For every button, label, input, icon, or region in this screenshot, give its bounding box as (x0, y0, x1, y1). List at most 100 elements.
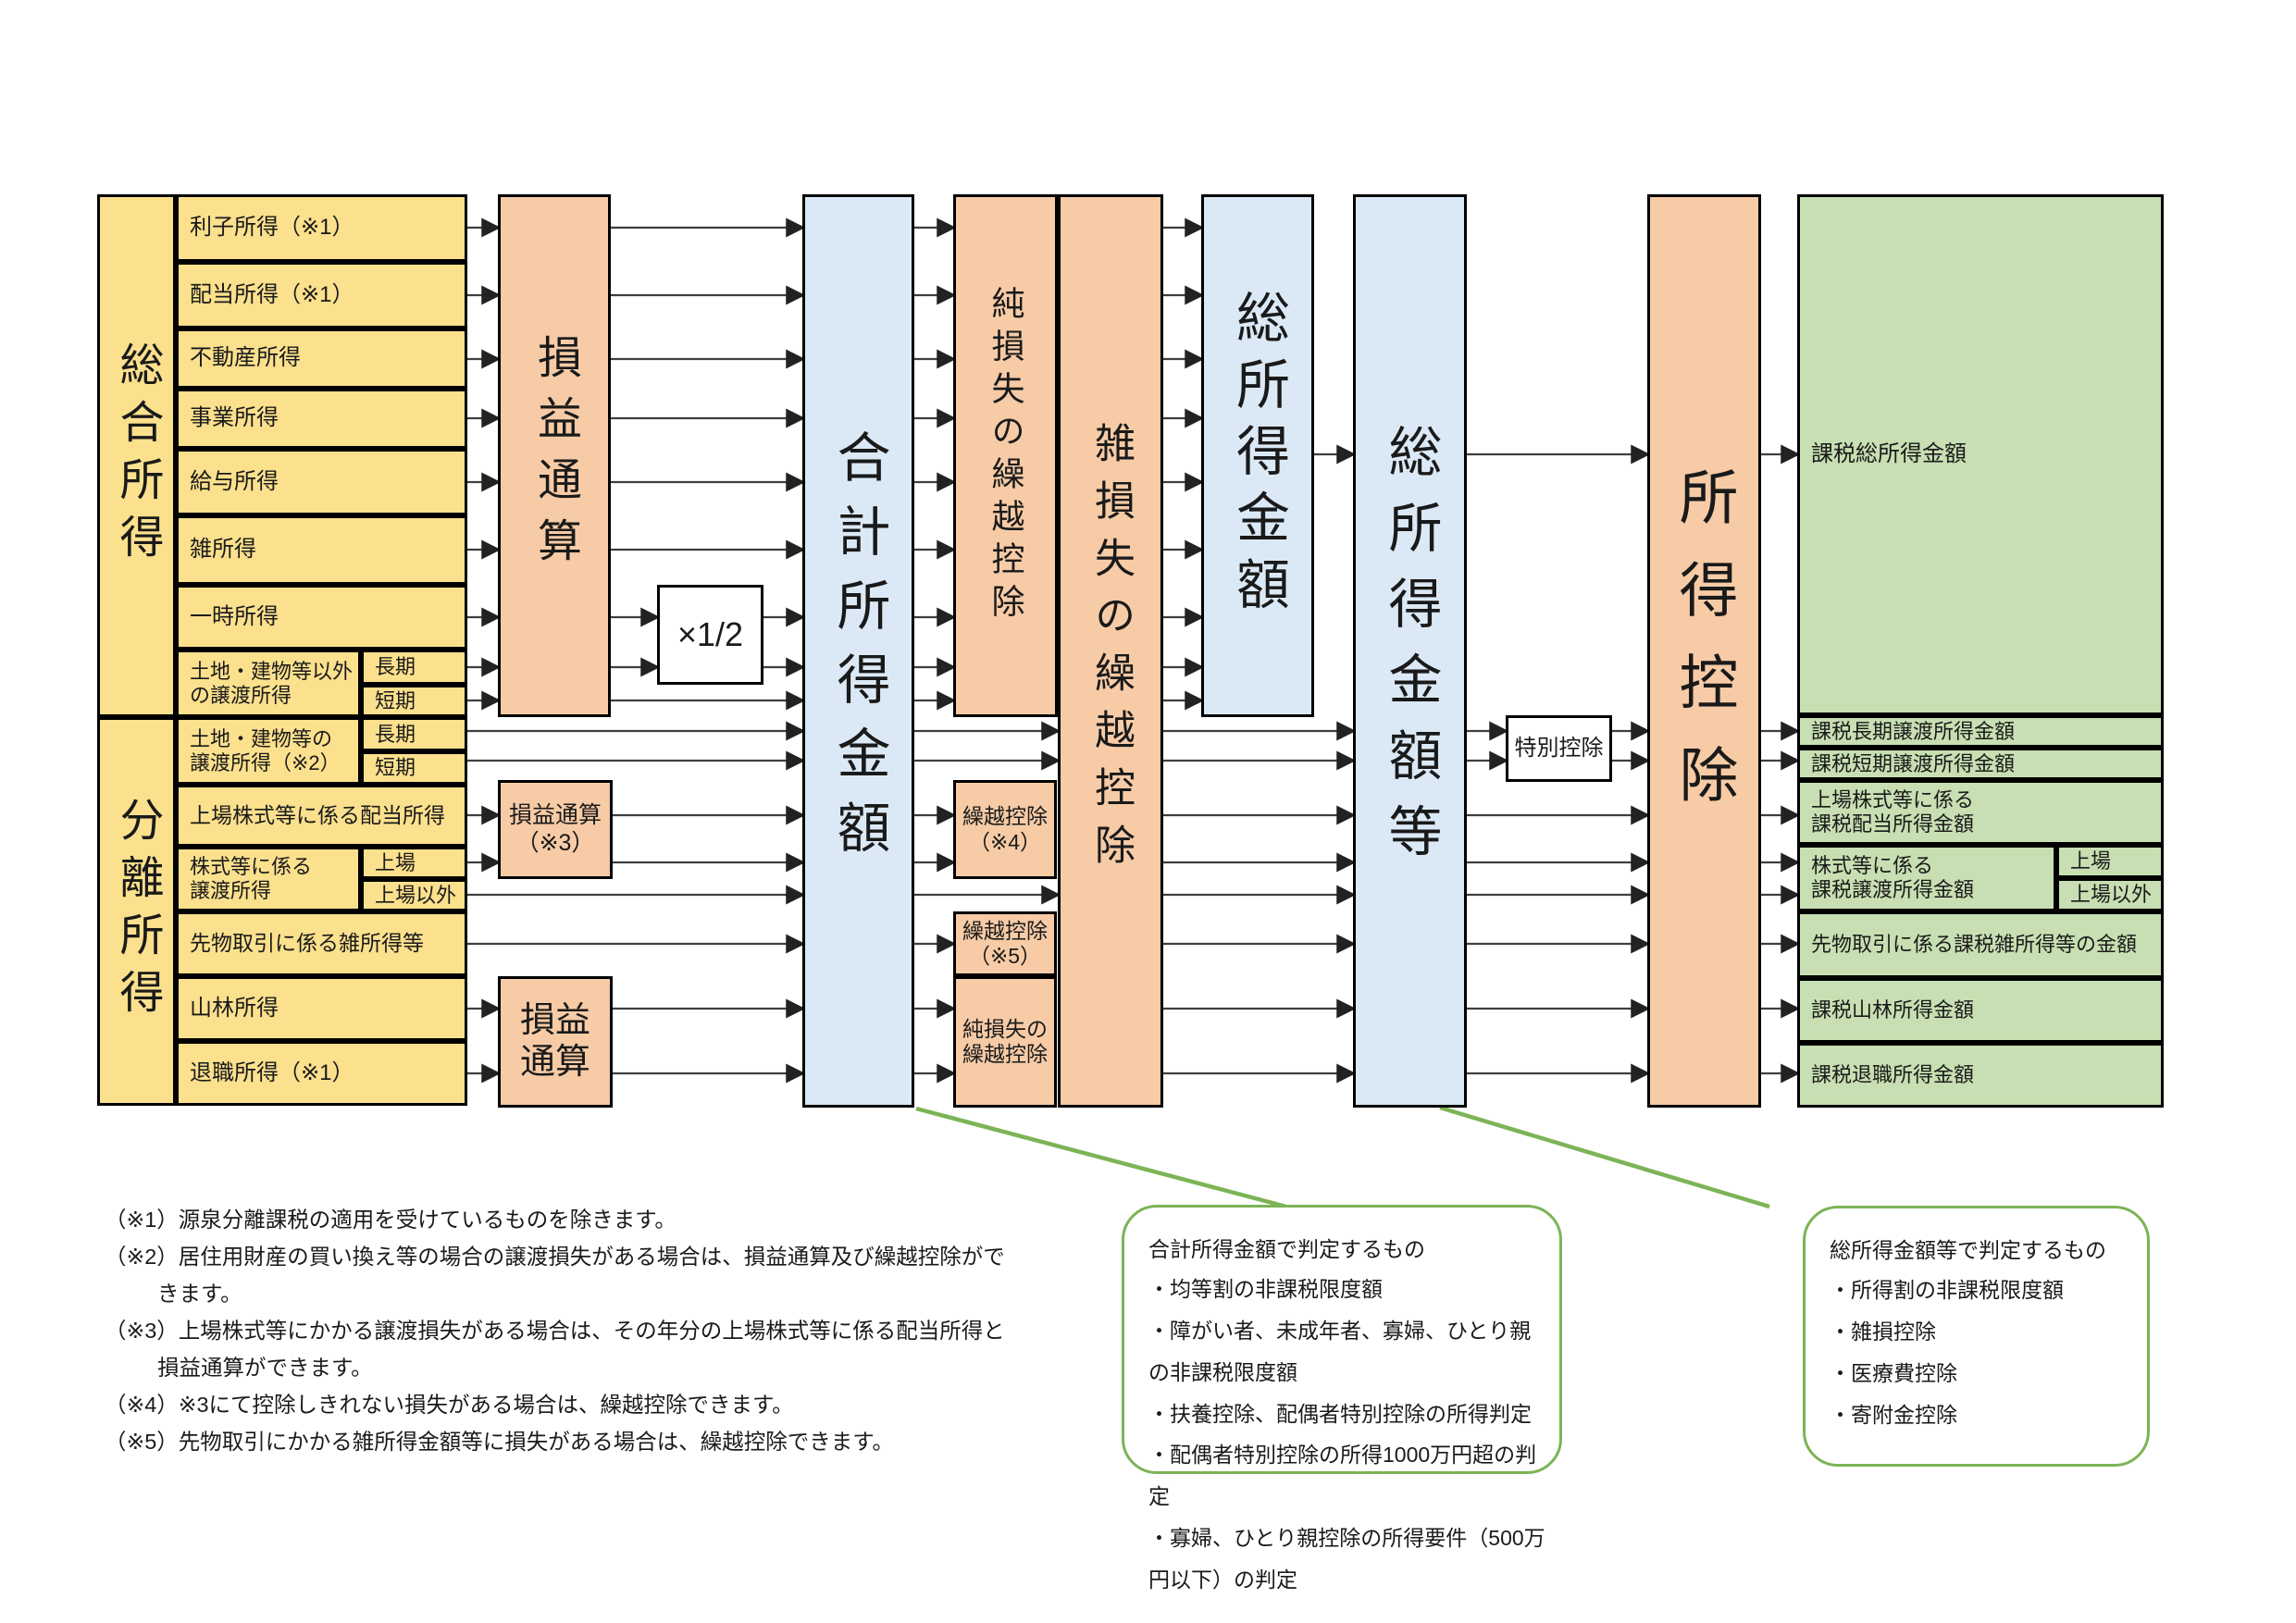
proc-soneki-tsusan-3-label: 損益通算 （※3） (508, 802, 602, 856)
sub-kabushiki-jojo-igai-label: 上場以外 (375, 883, 457, 907)
sub-result-jojo-label: 上場 (2070, 849, 2112, 873)
result-kazei-so-shotoku-label: 課税総所得金額 (1811, 441, 1967, 467)
proc-junsonshitsu-small: 純損失の 繰越控除 (953, 976, 1057, 1108)
result-kazei-kabushiki-joto: 株式等に係る 課税譲渡所得金額 (1797, 845, 2056, 911)
footnote-line: きます。 (157, 1282, 242, 1306)
proc-soneki-tsusan-3: 損益通算 （※3） (498, 780, 613, 879)
row-sanrin-shotoku-label: 山林所得 (190, 995, 279, 1021)
row-kabushiki-joto: 株式等に係る 譲渡所得 (176, 847, 361, 911)
row-kyuyo-shotoku: 給与所得 (176, 449, 467, 515)
sub-result-jojo-igai: 上場以外 (2056, 878, 2164, 911)
proc-tokubetsu-kojo-label: 特別控除 (1514, 735, 1604, 761)
footnote-line: （※3）上場株式等にかかる譲渡損失がある場合は、その年分の上場株式等に係る配当所… (105, 1319, 1005, 1343)
col-shotoku-kojo: 所得控除 (1647, 194, 1761, 1108)
result-kazei-tanki-joto-label: 課税短期譲渡所得金額 (1811, 751, 2016, 775)
callout-item: ・障がい者、未成年者、寡婦、ひとり親の非課税限度額 (1148, 1318, 1532, 1384)
callout-leader-line (915, 1106, 1287, 1209)
row-zatsu-shotoku-label: 雑所得 (190, 537, 256, 563)
row-ichiji-shotoku-label: 一時所得 (190, 603, 279, 629)
proc-tokubetsu-kojo: 特別控除 (1506, 715, 1612, 782)
footnote-line: 損益通算ができます。 (157, 1356, 373, 1380)
row-fudosan-shotoku-label: 不動産所得 (190, 345, 301, 371)
callout-item-list: ・所得割の非課税限度額・雑損控除・医療費控除・寄附金控除 (1830, 1270, 2138, 1435)
group-bunri-shotoku-label: 分離所得 (112, 797, 162, 1026)
proc-kurikoshi-5: 繰越控除 （※5） (953, 911, 1057, 976)
row-jigyo-shotoku: 事業所得 (176, 389, 467, 449)
footnote-line: （※4）※3にて控除しきれない損失がある場合は、繰越控除できます。 (105, 1393, 794, 1417)
row-rishi-shotoku: 利子所得（※1） (176, 194, 467, 262)
row-rishi-shotoku-label: 利子所得（※1） (190, 215, 354, 241)
proc-soneki-tsusan-top: 損益通算 (498, 194, 611, 717)
col-so-shotoku-kingaku-label: 総所得金額 (1228, 289, 1288, 623)
result-kazei-so-shotoku: 課税総所得金額 (1797, 194, 2164, 715)
row-jojo-kabushiki-haito: 上場株式等に係る配当所得 (176, 785, 467, 847)
row-tochi-igai-joto-label: 土地・建物等以外 の譲渡所得 (190, 659, 354, 707)
result-kazei-haito: 上場株式等に係る 課税配当所得金額 (1797, 780, 2164, 845)
result-kazei-choki-joto: 課税長期譲渡所得金額 (1797, 715, 2164, 748)
proc-kurikoshi-5-label: 繰越控除 （※5） (962, 918, 1048, 968)
callout-item: ・寄附金控除 (1830, 1402, 1957, 1427)
result-kazei-sanrin: 課税山林所得金額 (1797, 978, 2164, 1043)
proc-zassonshitsu-kurikoshi-label: 雑損失の繰越控除 (1088, 421, 1134, 881)
callout-so-shotoku-kingaku-to: 総所得金額等で判定するもの ・所得割の非課税限度額・雑損控除・医療費控除・寄附金… (1803, 1206, 2150, 1467)
group-bunri-shotoku: 分離所得 (97, 717, 176, 1106)
callout-gokei-shotoku-kingaku: 合計所得金額で判定するもの ・均等割の非課税限度額・障がい者、未成年者、寡婦、ひ… (1122, 1205, 1562, 1592)
result-kazei-tanki-joto: 課税短期譲渡所得金額 (1797, 748, 2164, 780)
callout-title: 合計所得金額で判定するもの (1148, 1237, 1425, 1261)
proc-times-half: ×1/2 (657, 585, 763, 685)
group-sogo-shotoku-label: 総合所得 (112, 341, 162, 571)
row-sanrin-shotoku: 山林所得 (176, 976, 467, 1041)
sub-tochi-igai-choki-label: 長期 (375, 655, 416, 679)
group-sogo-shotoku: 総合所得 (97, 194, 176, 717)
sub-tochi-igai-tanki: 短期 (361, 685, 467, 717)
row-jigyo-shotoku-label: 事業所得 (190, 405, 279, 431)
proc-junsonshitsu-kurikoshi-label: 純損失の繰越控除 (987, 285, 1025, 626)
sub-result-jojo: 上場 (2056, 845, 2164, 878)
row-sakimono-zatsu-shotoku-label: 先物取引に係る雑所得等 (190, 931, 424, 956)
sub-kabushiki-jojo-igai: 上場以外 (361, 879, 467, 911)
col-so-shotoku-kingaku-to: 総所得金額等 (1353, 194, 1467, 1108)
result-kazei-taishoku: 課税退職所得金額 (1797, 1043, 2164, 1108)
callout-item: ・配偶者特別控除の所得1000万円超の判定 (1148, 1443, 1537, 1509)
callout-item: ・扶養控除、配偶者特別控除の所得判定 (1148, 1401, 1532, 1426)
row-tochi-joto: 土地・建物等の 譲渡所得（※2） (176, 717, 361, 785)
proc-times-half-label: ×1/2 (676, 614, 744, 653)
col-so-shotoku-kingaku: 総所得金額 (1201, 194, 1314, 717)
callout-title: 総所得金額等で判定するもの (1830, 1238, 2106, 1262)
row-haito-shotoku: 配当所得（※1） (176, 262, 467, 328)
row-taishoku-shotoku-label: 退職所得（※1） (190, 1059, 354, 1085)
proc-junsonshitsu-small-label: 純損失の 繰越控除 (962, 1016, 1048, 1066)
sub-tochi-tanki: 短期 (361, 751, 467, 785)
sub-tochi-igai-choki: 長期 (361, 650, 467, 685)
callout-item: ・医療費控除 (1830, 1360, 1957, 1385)
sub-result-jojo-igai-label: 上場以外 (2070, 883, 2153, 907)
row-taishoku-shotoku: 退職所得（※1） (176, 1041, 467, 1106)
proc-soneki-tsusan-bottom: 損益 通算 (498, 976, 613, 1108)
col-gokei-shotoku-kingaku: 合計所得金額 (802, 194, 914, 1108)
col-gokei-shotoku-kingaku-label: 合計所得金額 (828, 428, 889, 873)
row-tochi-igai-joto: 土地・建物等以外 の譲渡所得 (176, 650, 361, 717)
result-kazei-choki-joto-label: 課税長期譲渡所得金額 (1811, 719, 2016, 743)
result-kazei-haito-label: 上場株式等に係る 課税配当所得金額 (1811, 788, 1975, 836)
footnote-line: （※2）居住用財産の買い換え等の場合の譲渡損失がある場合は、損益通算及び繰越控除… (105, 1245, 1005, 1269)
callout-item: ・寡婦、ひとり親控除の所得要件（500万円以下）の判定 (1148, 1526, 1545, 1592)
row-jojo-kabushiki-haito-label: 上場株式等に係る配当所得 (190, 802, 445, 827)
callout-item: ・雑損控除 (1830, 1319, 1936, 1344)
sub-tochi-igai-tanki-label: 短期 (375, 688, 416, 712)
callout-item: ・所得割の非課税限度額 (1830, 1278, 2064, 1302)
col-so-shotoku-kingaku-to-label: 総所得金額等 (1380, 423, 1441, 879)
sub-kabushiki-jojo: 上場 (361, 847, 467, 879)
proc-soneki-tsusan-top-label: 損益通算 (530, 333, 579, 578)
proc-soneki-tsusan-bottom-label: 損益 通算 (519, 1001, 590, 1082)
sub-kabushiki-jojo-label: 上場 (375, 850, 416, 874)
row-tochi-joto-label: 土地・建物等の 譲渡所得（※2） (190, 726, 341, 774)
proc-kurikoshi-4-label: 繰越控除 （※4） (962, 804, 1048, 854)
result-kazei-kabushiki-joto-label: 株式等に係る 課税譲渡所得金額 (1811, 854, 1975, 901)
footnote-line: （※5）先物取引にかかる雑所得金額等に損失がある場合は、繰越控除できます。 (105, 1430, 894, 1454)
row-sakimono-zatsu-shotoku: 先物取引に係る雑所得等 (176, 911, 467, 976)
row-kyuyo-shotoku-label: 給与所得 (190, 468, 279, 494)
callout-item: ・均等割の非課税限度額 (1148, 1277, 1383, 1301)
sub-tochi-tanki-label: 短期 (375, 756, 416, 780)
footnotes: （※1）源泉分離課税の適用を受けているものを除きます。（※2）居住用財産の買い換… (105, 1201, 1123, 1460)
sub-tochi-choki-label: 長期 (375, 722, 416, 746)
